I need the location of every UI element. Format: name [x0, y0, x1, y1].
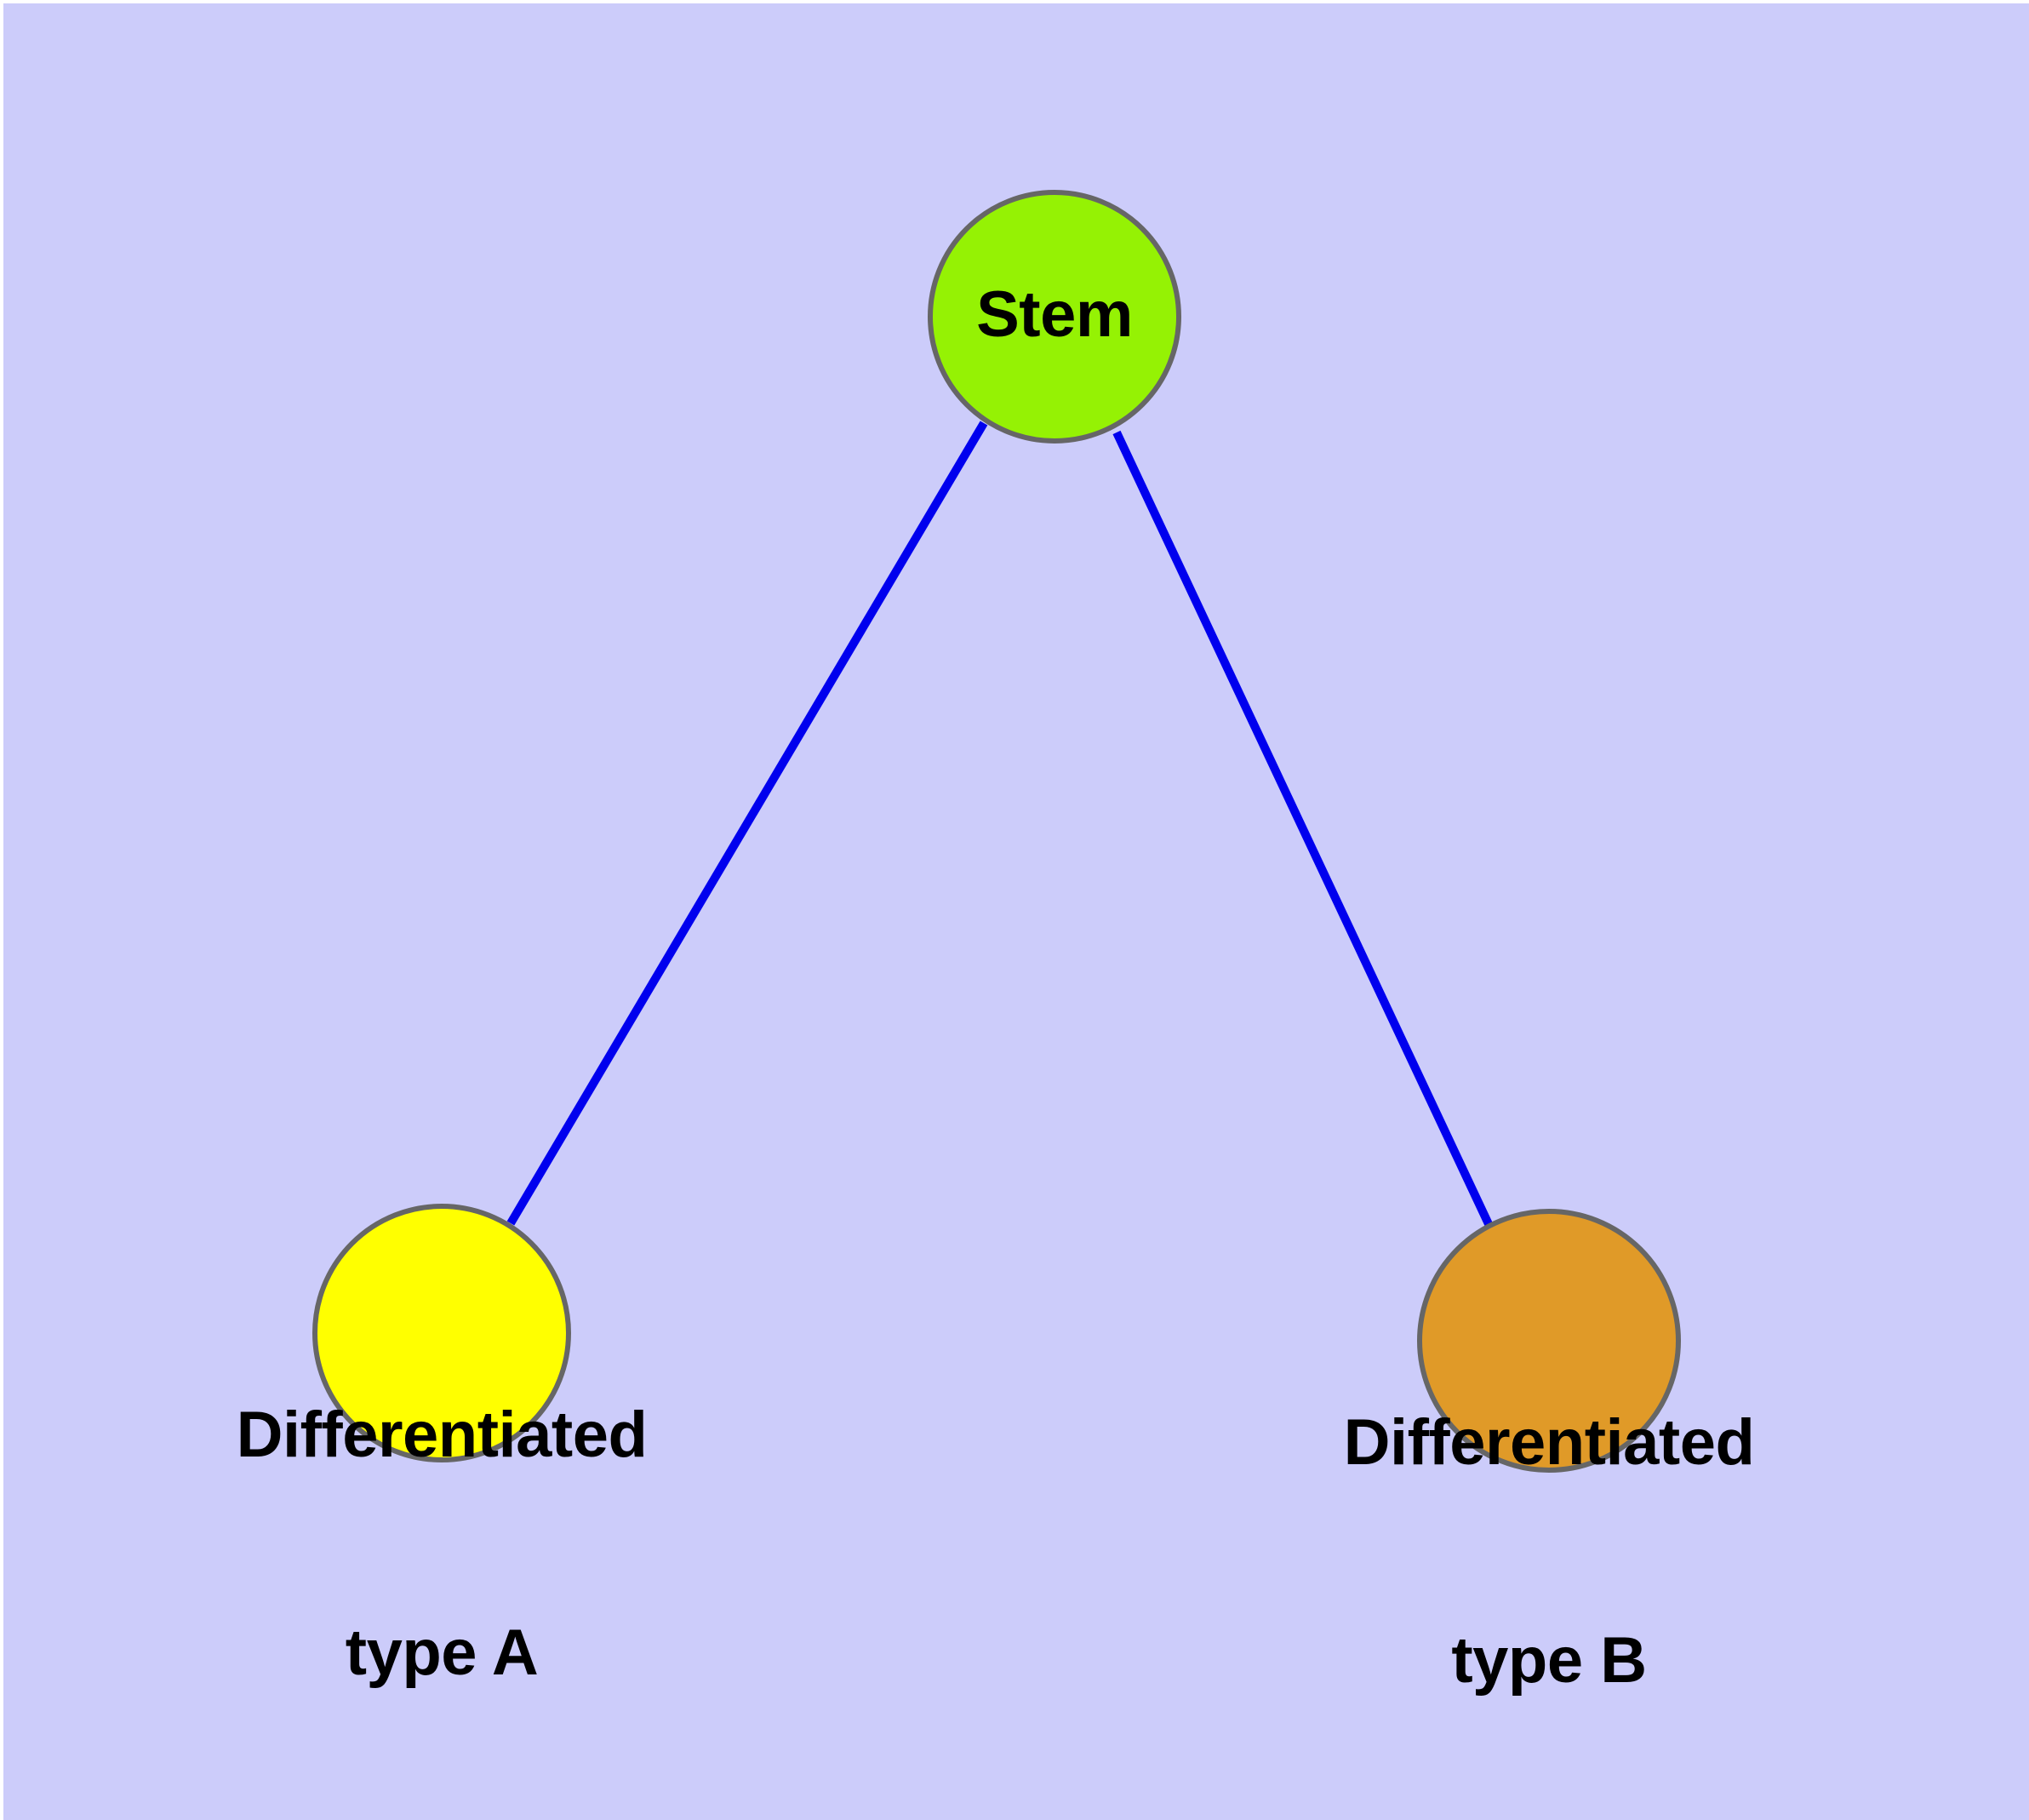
- node-differentiated-type-b[interactable]: [1417, 1209, 1681, 1473]
- edge-stem-to-type-b: [1112, 430, 1494, 1228]
- edge-stem-to-type-a: [506, 421, 988, 1226]
- node-differentiated-type-a[interactable]: [312, 1204, 571, 1462]
- edge-layer: [506, 421, 1494, 1228]
- node-stem[interactable]: [928, 190, 1181, 444]
- node-layer: [312, 190, 1681, 1473]
